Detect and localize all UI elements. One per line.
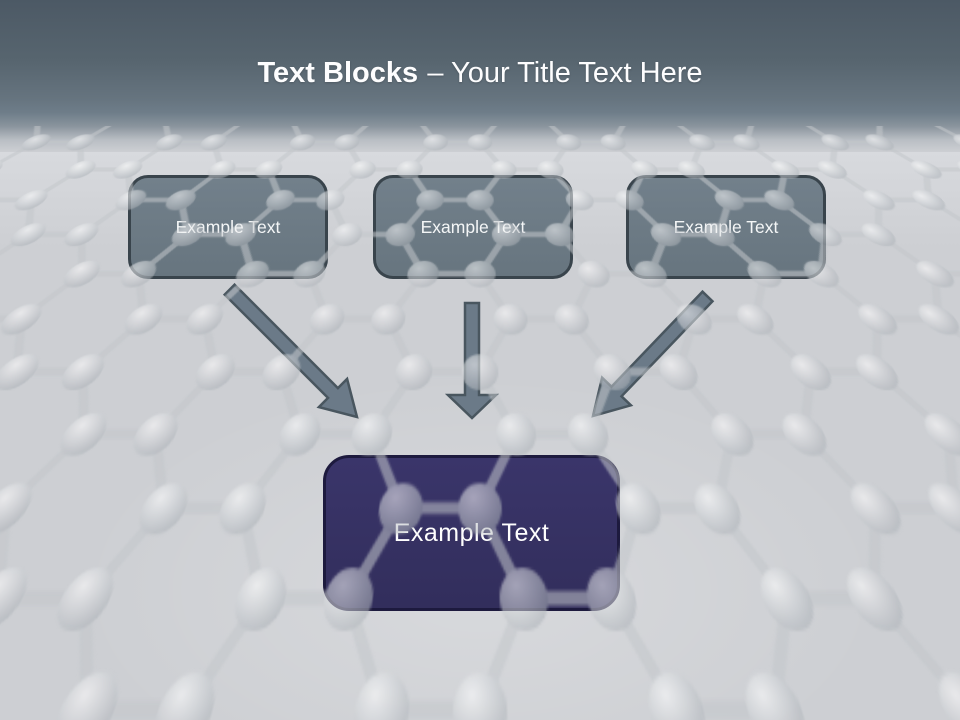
text-block-3-label: Example Text: [673, 216, 779, 237]
slide-title-bold: Text Blocks: [257, 57, 419, 89]
down-right-arrow-icon[interactable]: [215, 280, 365, 425]
slide-title-regular: – Your Title Text Here: [427, 57, 703, 89]
center-text-block[interactable]: Example Text: [323, 455, 620, 611]
text-block-2[interactable]: Example Text: [373, 175, 573, 279]
text-block-2-label: Example Text: [420, 216, 526, 237]
down-arrow-icon[interactable]: [444, 300, 500, 422]
text-block-3[interactable]: Example Text: [626, 175, 826, 279]
down-left-arrow-icon[interactable]: [580, 275, 725, 425]
center-text-block-label: Example Text: [393, 518, 550, 547]
slide-title[interactable]: Text Blocks– Your Title Text Here: [0, 55, 960, 91]
header-band: [0, 0, 960, 152]
text-block-1[interactable]: Example Text: [128, 175, 328, 279]
text-block-1-label: Example Text: [175, 216, 281, 237]
